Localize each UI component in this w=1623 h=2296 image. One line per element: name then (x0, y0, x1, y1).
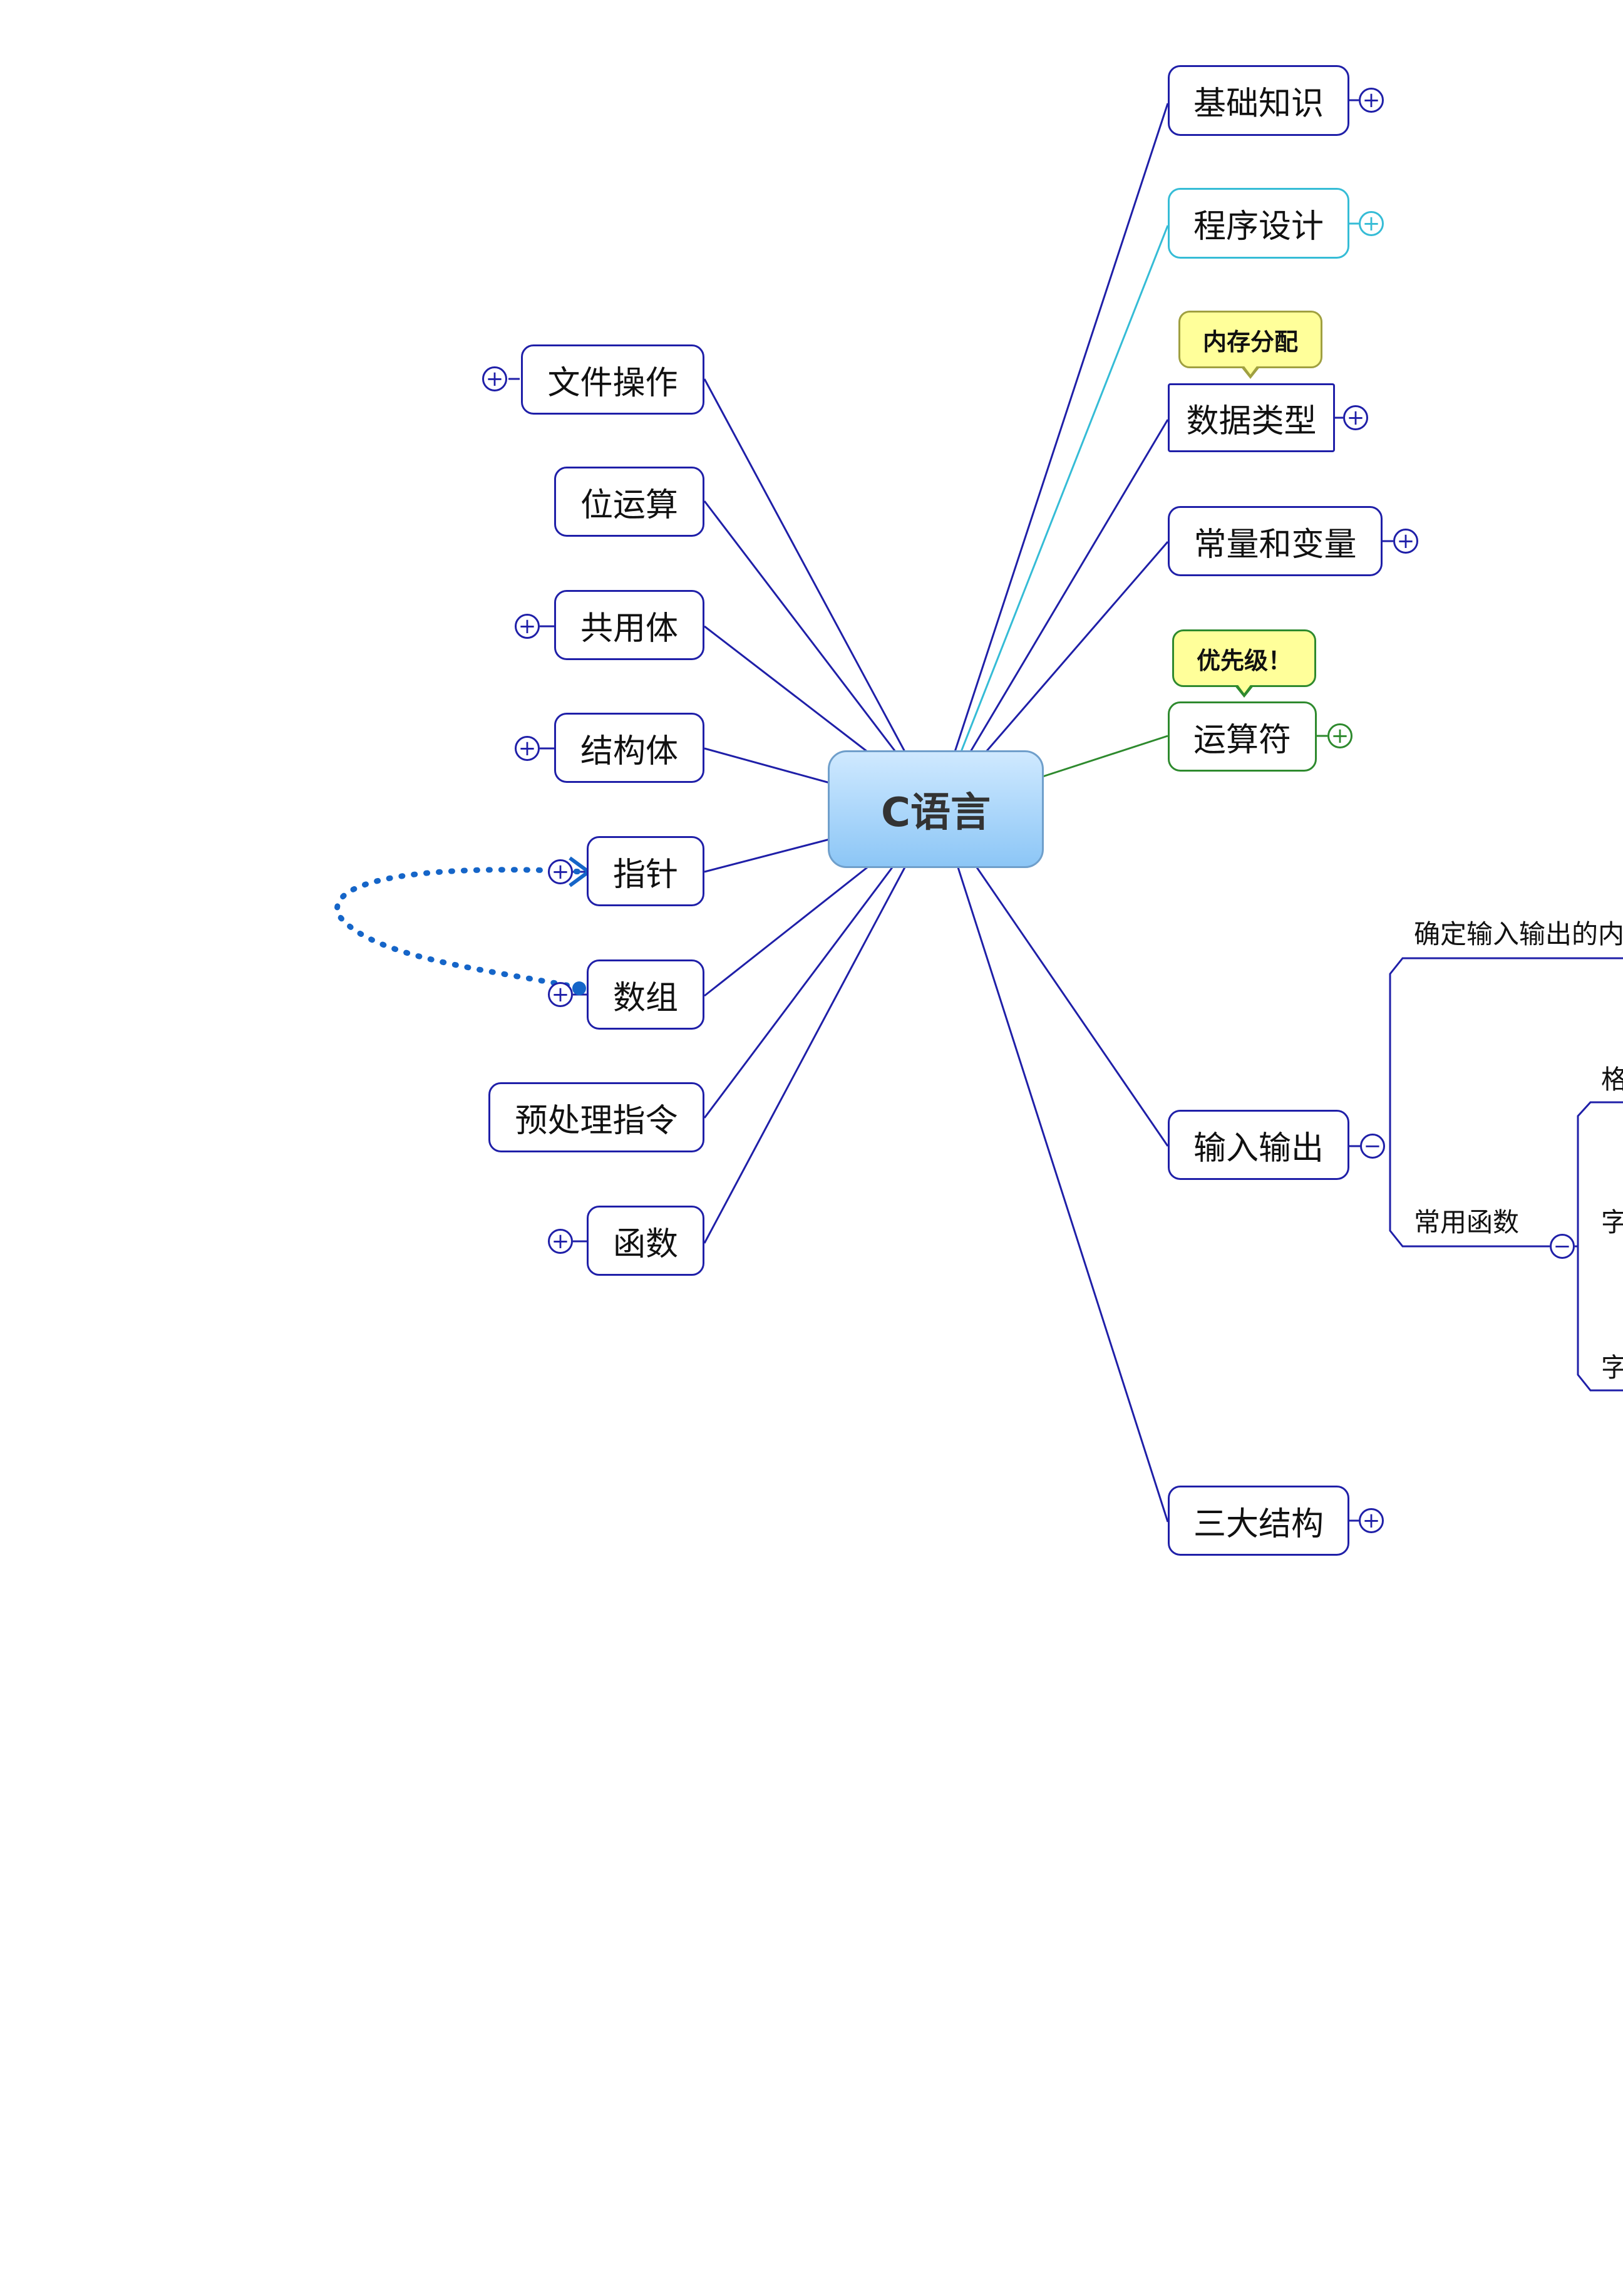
topic-常量和变量[interactable]: 常量和变量 (1168, 506, 1383, 576)
connector-数组 (704, 866, 868, 997)
relationship-arrow (334, 867, 585, 991)
connector-指针 (704, 838, 830, 873)
topic-数组[interactable]: 数组 (587, 959, 704, 1030)
connector-文件操作 (703, 378, 906, 752)
expand-icon[interactable]: + (515, 614, 540, 639)
connector-常量和变量 (985, 541, 1169, 752)
callout-优先级: 优先级！ (1172, 629, 1316, 698)
topic-运算符[interactable]: 运算符 (1168, 701, 1317, 772)
subtopic-字[interactable]: 字 (1601, 1352, 1623, 1383)
connector-func-bracket (1575, 1101, 1623, 1392)
callout-内存分配: 内存分配 (1178, 311, 1322, 379)
expand-icon[interactable]: + (482, 366, 507, 391)
subtopic-确定输入输出[interactable]: 确定输入输出的内 (1414, 919, 1623, 949)
connector-函数 (703, 867, 906, 1244)
topic-输入输出[interactable]: 输入输出 (1168, 1110, 1349, 1180)
central-topic[interactable]: C语言 (828, 750, 1044, 868)
expand-icon[interactable]: + (1393, 529, 1418, 554)
connector-三大结构 (957, 867, 1169, 1523)
expand-icon[interactable]: + (548, 982, 573, 1007)
topic-共用体[interactable]: 共用体 (554, 590, 704, 660)
expand-icon[interactable]: + (548, 859, 573, 884)
subtopic-常用函数[interactable]: 常用函数 (1414, 1207, 1520, 1238)
connector-结构体 (704, 747, 830, 784)
connector-运算符 (1042, 735, 1168, 778)
topic-数据类型[interactable]: 数据类型 (1168, 383, 1335, 452)
collapse-icon[interactable]: − (1360, 1134, 1385, 1159)
connector-预处理指令 (703, 867, 894, 1119)
expand-icon[interactable]: + (1359, 211, 1384, 236)
subtopic-格[interactable]: 格 (1601, 1064, 1623, 1095)
connector-io-bracket (1389, 957, 1623, 1248)
topic-基础知识[interactable]: 基础知识 (1168, 65, 1349, 136)
expand-icon[interactable]: + (548, 1229, 573, 1254)
expand-icon[interactable]: + (1359, 1508, 1384, 1533)
subtopic-字[interactable]: 字 (1601, 1207, 1623, 1238)
connector-程序设计 (960, 225, 1169, 752)
topic-程序设计[interactable]: 程序设计 (1168, 188, 1349, 259)
topic-指针[interactable]: 指针 (587, 836, 704, 906)
expand-icon[interactable]: + (1359, 88, 1384, 113)
relationship-endpoint (572, 981, 586, 995)
topic-文件操作[interactable]: 文件操作 (521, 344, 704, 415)
topic-结构体[interactable]: 结构体 (554, 713, 704, 783)
topic-三大结构[interactable]: 三大结构 (1168, 1486, 1349, 1556)
expand-icon[interactable]: + (1327, 723, 1352, 748)
connector-基础知识 (954, 103, 1169, 752)
topic-位运算[interactable]: 位运算 (554, 467, 704, 537)
connector-共用体 (704, 625, 868, 753)
expand-icon[interactable]: + (515, 736, 540, 761)
connector-位运算 (703, 500, 897, 752)
topic-函数[interactable]: 函数 (587, 1206, 704, 1276)
expand-icon[interactable]: + (1343, 405, 1368, 430)
connector-输入输出 (976, 867, 1169, 1147)
topic-预处理指令[interactable]: 预处理指令 (488, 1082, 704, 1152)
connector-数据类型 (969, 419, 1169, 752)
collapse-icon[interactable]: − (1550, 1234, 1575, 1259)
